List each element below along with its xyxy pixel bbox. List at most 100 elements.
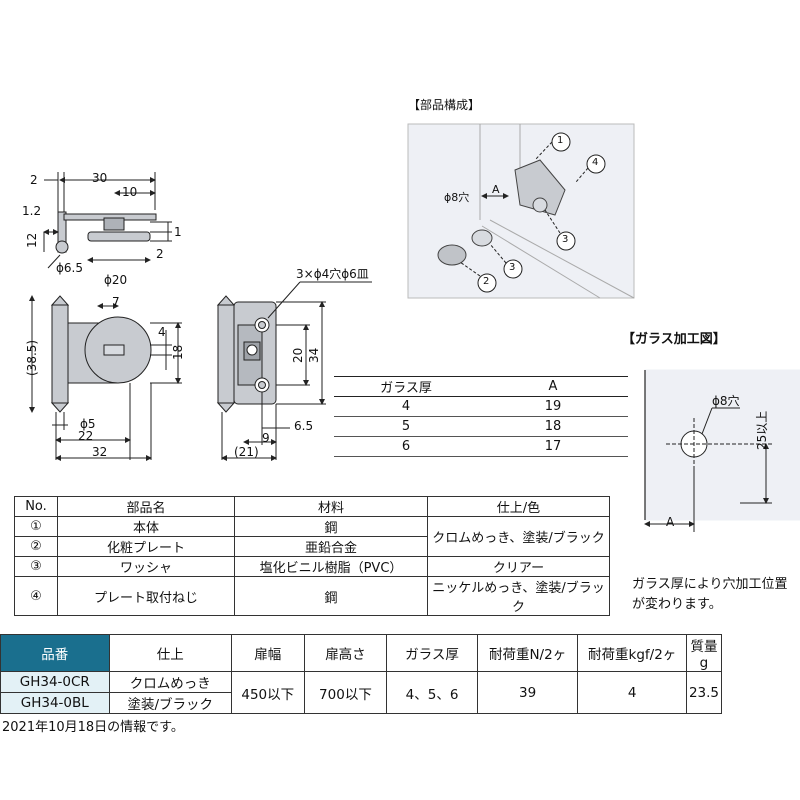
table-row: ③ ワッシャ 塩化ビニル樹脂（PVC） クリアー xyxy=(14,556,610,577)
cell-finish: 塗装/ブラック xyxy=(108,692,232,714)
dim-label: 30 xyxy=(92,171,108,185)
dim-label: 22 xyxy=(78,429,94,443)
part-number-2: 2 xyxy=(483,276,490,287)
hole-label: ϕ8穴 xyxy=(712,394,740,408)
header-material: 材料 xyxy=(234,496,428,517)
cell-name: 化粧プレート xyxy=(57,536,235,557)
cell-glass-thickness: 4、5、6 xyxy=(386,671,478,714)
header-door-height: 扉高さ xyxy=(303,634,388,672)
cell-material: 塩化ビニル樹脂（PVC） xyxy=(234,556,428,577)
parts-composition-heading: 【部品構成】 xyxy=(408,98,481,112)
cell-finish: クロムめっき、塗装/ブラック xyxy=(427,516,610,557)
note-line-2: が変わります。 xyxy=(632,597,722,612)
cell-name: プレート取付ねじ xyxy=(57,576,235,616)
info-date-footer: 2021年10月18日の情報です。 xyxy=(2,720,184,735)
top-view-drawing xyxy=(43,172,172,269)
dim-label: ϕ6.5 xyxy=(56,261,83,275)
dim-label: 2 xyxy=(156,247,164,261)
dim-label: 9 xyxy=(262,431,270,445)
table-row: GH34-0BL 塗装/ブラック xyxy=(0,692,722,714)
dim-label: ϕ20 xyxy=(104,273,128,287)
cell-door-width: 450以下 xyxy=(230,671,305,714)
header-no: No. xyxy=(14,496,58,517)
cell-load-kgf: 4 xyxy=(577,671,687,714)
cell-no: ① xyxy=(14,516,58,537)
holes-label: 3×ϕ4穴ϕ6皿 xyxy=(296,267,369,281)
cell-finish: クロムめっき xyxy=(108,671,232,693)
hole-label: ϕ8穴 xyxy=(444,191,470,204)
front-view-drawing xyxy=(29,295,182,461)
cell-mass: 23.5 xyxy=(685,671,723,714)
spec-table: 品番 仕上 扉幅 扉高さ ガラス厚 耐荷重N/2ヶ 耐荷重kgf/2ヶ 質量g … xyxy=(0,634,723,714)
table-row: GH34-0CR クロムめっき 450以下 700以下 4、5、6 39 4 2… xyxy=(0,671,723,714)
cell-material: 鋼 xyxy=(234,516,428,537)
cell-load-n: 39 xyxy=(476,671,579,714)
part-number-4: 4 xyxy=(592,157,599,168)
cell-name: ワッシャ xyxy=(57,556,235,577)
cell-no: ③ xyxy=(14,556,58,577)
table-header-row: 品番 仕上 扉幅 扉高さ ガラス厚 耐荷重N/2ヶ 耐荷重kgf/2ヶ 質量g xyxy=(0,634,723,672)
cell: 18 xyxy=(478,416,628,437)
cell-code: GH34-0BL xyxy=(0,692,110,714)
dim-label: 18 xyxy=(171,344,185,360)
dim-label: 1 xyxy=(174,225,182,239)
header-part-name: 部品名 xyxy=(57,496,235,517)
header-finish: 仕上 xyxy=(108,634,232,672)
cell-no: ④ xyxy=(14,576,58,616)
header-glass-thickness: ガラス厚 xyxy=(386,634,478,672)
cell-finish: ニッケルめっき、塗装/ブラック xyxy=(427,576,610,616)
table-row: ④ プレート取付ねじ 鋼 ニッケルめっき、塗装/ブラック xyxy=(14,576,610,616)
dim-label: (21) xyxy=(234,445,259,459)
cell-door-height: 700以下 xyxy=(303,671,388,714)
dim-label: 32 xyxy=(92,445,108,459)
header-load-kgf: 耐荷重kgf/2ヶ xyxy=(577,634,687,672)
table-row: ① 本体 鋼 クロムめっき、塗装/ブラック xyxy=(14,516,610,557)
cell: 17 xyxy=(478,436,628,457)
header-glass-thickness: ガラス厚 xyxy=(334,376,478,397)
header-door-width: 扉幅 xyxy=(230,634,305,672)
dim-label: 4 xyxy=(158,325,166,339)
dim-label: 25以上 xyxy=(755,410,769,450)
cell-code: GH34-0CR xyxy=(0,671,110,693)
dim-label: (38.5) xyxy=(25,339,39,376)
part-number-1: 1 xyxy=(557,135,564,146)
glass-processing-heading: 【ガラス加工図】 xyxy=(622,332,726,347)
dim-label: 1.2 xyxy=(22,204,42,218)
dim-label: 12 xyxy=(25,232,39,248)
glass-processing-drawing xyxy=(644,369,800,532)
header-mass: 質量g xyxy=(685,634,723,672)
cell-no: ② xyxy=(14,536,58,557)
dim-label: A xyxy=(492,183,500,196)
header-a: A xyxy=(478,376,628,397)
cell: 5 xyxy=(334,416,478,437)
header-finish: 仕上/色 xyxy=(427,496,610,517)
dim-label: 2 xyxy=(30,173,38,187)
cell-material: 亜鉛合金 xyxy=(234,536,428,557)
dim-label: 7 xyxy=(112,295,120,309)
cell-name: 本体 xyxy=(57,516,235,537)
dim-label: A xyxy=(666,515,675,529)
cell: 4 xyxy=(334,396,478,417)
parts-table: No. 部品名 材料 仕上/色 ① 本体 鋼 クロムめっき、塗装/ブラック ② … xyxy=(14,496,610,616)
cell: 19 xyxy=(478,396,628,417)
table-header-row: ガラス厚 A xyxy=(334,376,628,397)
cell-material: 鋼 xyxy=(234,576,428,616)
dim-label: 10 xyxy=(122,185,138,199)
dim-label: 6.5 xyxy=(294,419,314,433)
part-number-3: 3 xyxy=(562,234,569,245)
table-header-row: No. 部品名 材料 仕上/色 xyxy=(14,496,610,517)
note-line-1: ガラス厚により穴加工位置 xyxy=(632,577,788,592)
dim-label: 20 xyxy=(291,347,305,363)
cell: 6 xyxy=(334,436,478,457)
back-view-drawing xyxy=(216,281,372,461)
header-load-n: 耐荷重N/2ヶ xyxy=(476,634,579,672)
header-product-code: 品番 xyxy=(0,634,110,672)
cell-finish: クリアー xyxy=(427,556,610,577)
assembly-illustration xyxy=(407,123,635,299)
dim-label: ϕ5 xyxy=(80,417,96,431)
